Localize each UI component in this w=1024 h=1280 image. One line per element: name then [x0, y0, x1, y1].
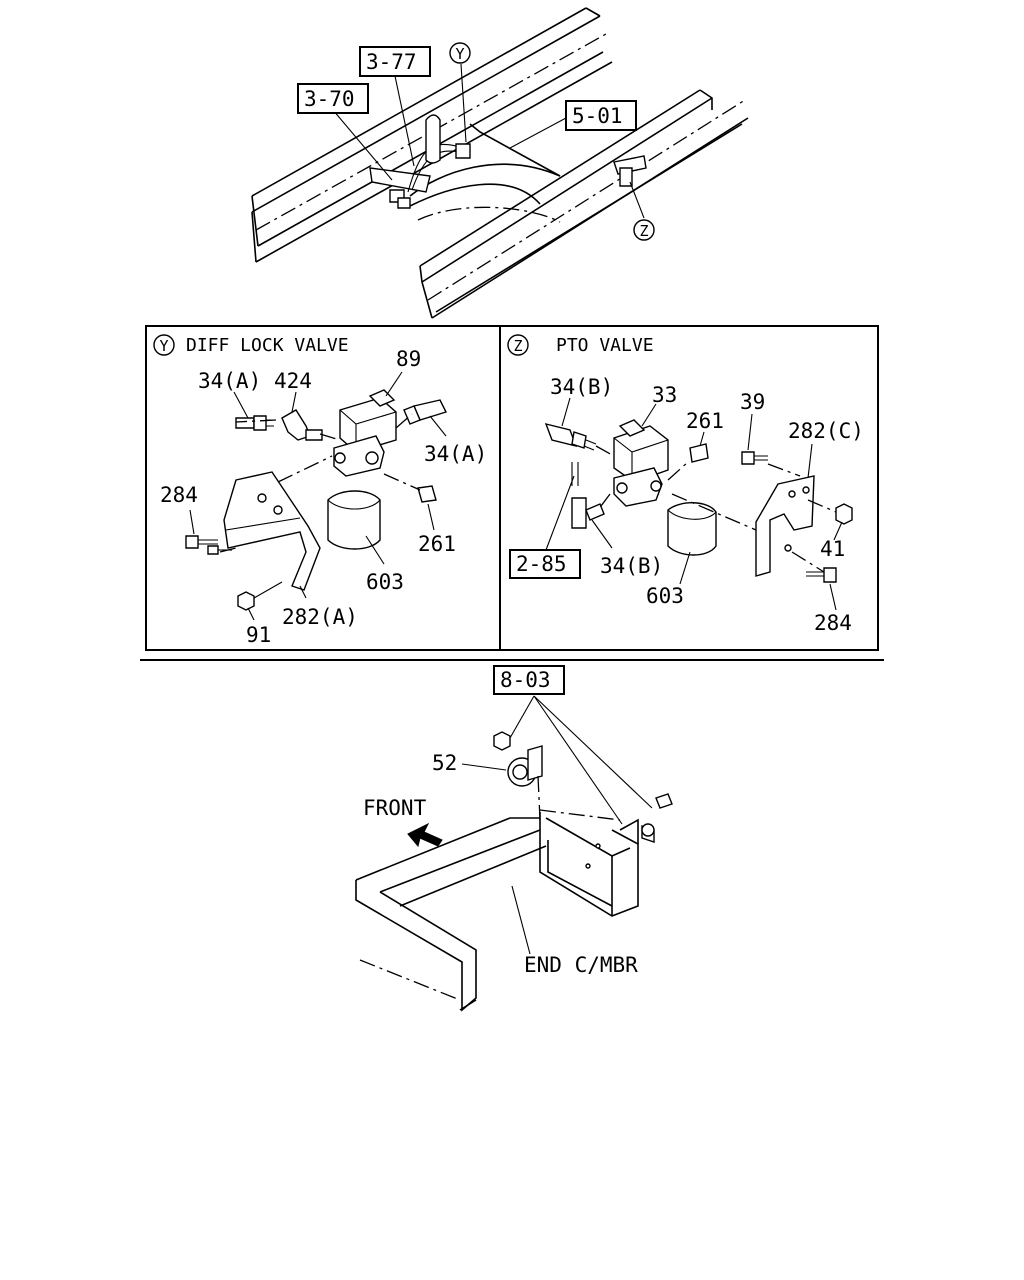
label-34b-top: 34(B) — [550, 375, 613, 399]
ref-label-5-01: 5-01 — [572, 104, 623, 128]
label-39: 39 — [740, 390, 765, 414]
label-33: 33 — [652, 383, 677, 407]
diff-lock-solenoid-valve — [333, 389, 397, 477]
panel-diff-lock-valve: Y DIFF LOCK VALVE — [153, 334, 487, 647]
end-crossmember-view: 8-03 52 FRONT — [355, 665, 673, 1012]
label-34b-bottom: 34(B) — [600, 554, 663, 578]
end-cross-member — [537, 775, 639, 917]
ref-box-5-01[interactable]: 5-01 — [565, 100, 637, 131]
frame-rail-bottom — [355, 817, 547, 1012]
panel-z-marker: Z — [513, 337, 522, 355]
bolt-284-z — [806, 567, 837, 583]
label-261-z: 261 — [686, 409, 724, 433]
label-front: FRONT — [363, 796, 427, 820]
bolt-right — [641, 793, 673, 843]
ref-label-3-77: 3-77 — [366, 50, 417, 74]
tube-2-85 — [571, 462, 579, 486]
marker-z-overview: Z — [633, 219, 655, 241]
label-34a-left: 34(A) — [198, 369, 261, 393]
clamp-603-y — [327, 490, 381, 550]
bushing-52 — [507, 745, 543, 787]
frame-pto-bracket — [613, 155, 647, 187]
label-91: 91 — [246, 623, 271, 647]
label-34a-right: 34(A) — [424, 442, 487, 466]
label-284-y: 284 — [160, 483, 198, 507]
ref-label-3-70: 3-70 — [304, 87, 355, 111]
marker-y-overview: Y — [449, 42, 471, 64]
clamp-603-z — [667, 502, 717, 556]
nut-91 — [237, 581, 283, 611]
ref-label-8-03: 8-03 — [500, 668, 551, 692]
panel-z-header: Z PTO VALVE — [507, 334, 654, 356]
frame-valve-assembly — [369, 114, 471, 209]
fitting-34a-left — [235, 415, 274, 431]
ref-box-3-70[interactable]: 3-70 — [297, 83, 369, 114]
elbow-424 — [281, 409, 323, 441]
label-282c: 282(C) — [788, 419, 864, 443]
detail-panels — [145, 325, 879, 651]
frame-overview: 3-77 3-70 5-01 Y Z — [251, 7, 749, 319]
right-frame-rail — [419, 89, 749, 319]
panel-y-header: Y DIFF LOCK VALVE — [153, 334, 349, 356]
marker-z-letter: Z — [639, 222, 648, 240]
label-284-z: 284 — [814, 611, 852, 635]
label-89: 89 — [396, 347, 421, 371]
nut-top — [493, 731, 511, 751]
elbow-34b-bottom — [571, 497, 605, 529]
label-282a: 282(A) — [282, 605, 358, 629]
ref-box-2-85[interactable]: 2-85 — [509, 549, 581, 579]
label-261-y: 261 — [418, 532, 456, 556]
label-end-cmbr: END C/MBR — [524, 953, 638, 977]
label-603-z: 603 — [646, 584, 684, 608]
fitting-34b-top — [544, 422, 597, 451]
ref-box-3-77[interactable]: 3-77 — [359, 46, 431, 77]
panel-y-marker: Y — [159, 337, 168, 355]
ref-label-2-85: 2-85 — [516, 552, 567, 576]
pto-solenoid-valve — [613, 419, 669, 507]
label-424: 424 — [274, 369, 312, 393]
panel-y-title: DIFF LOCK VALVE — [186, 335, 349, 356]
ref-box-8-03[interactable]: 8-03 — [493, 665, 565, 695]
bracket-282a — [223, 471, 321, 591]
front-arrow-icon — [407, 822, 443, 848]
label-603-y: 603 — [366, 570, 404, 594]
bolt-261-z — [689, 443, 709, 463]
bolt-39 — [741, 451, 768, 465]
label-41: 41 — [820, 537, 845, 561]
panel-pto-valve: Z PTO VALVE — [507, 334, 864, 635]
marker-y-letter: Y — [455, 45, 464, 63]
plug-261-y — [417, 485, 437, 503]
bracket-282c — [755, 475, 815, 577]
panel-z-title: PTO VALVE — [556, 335, 654, 356]
fitting-34a-right — [403, 399, 447, 425]
nut-41 — [835, 503, 853, 525]
label-52: 52 — [432, 751, 457, 775]
